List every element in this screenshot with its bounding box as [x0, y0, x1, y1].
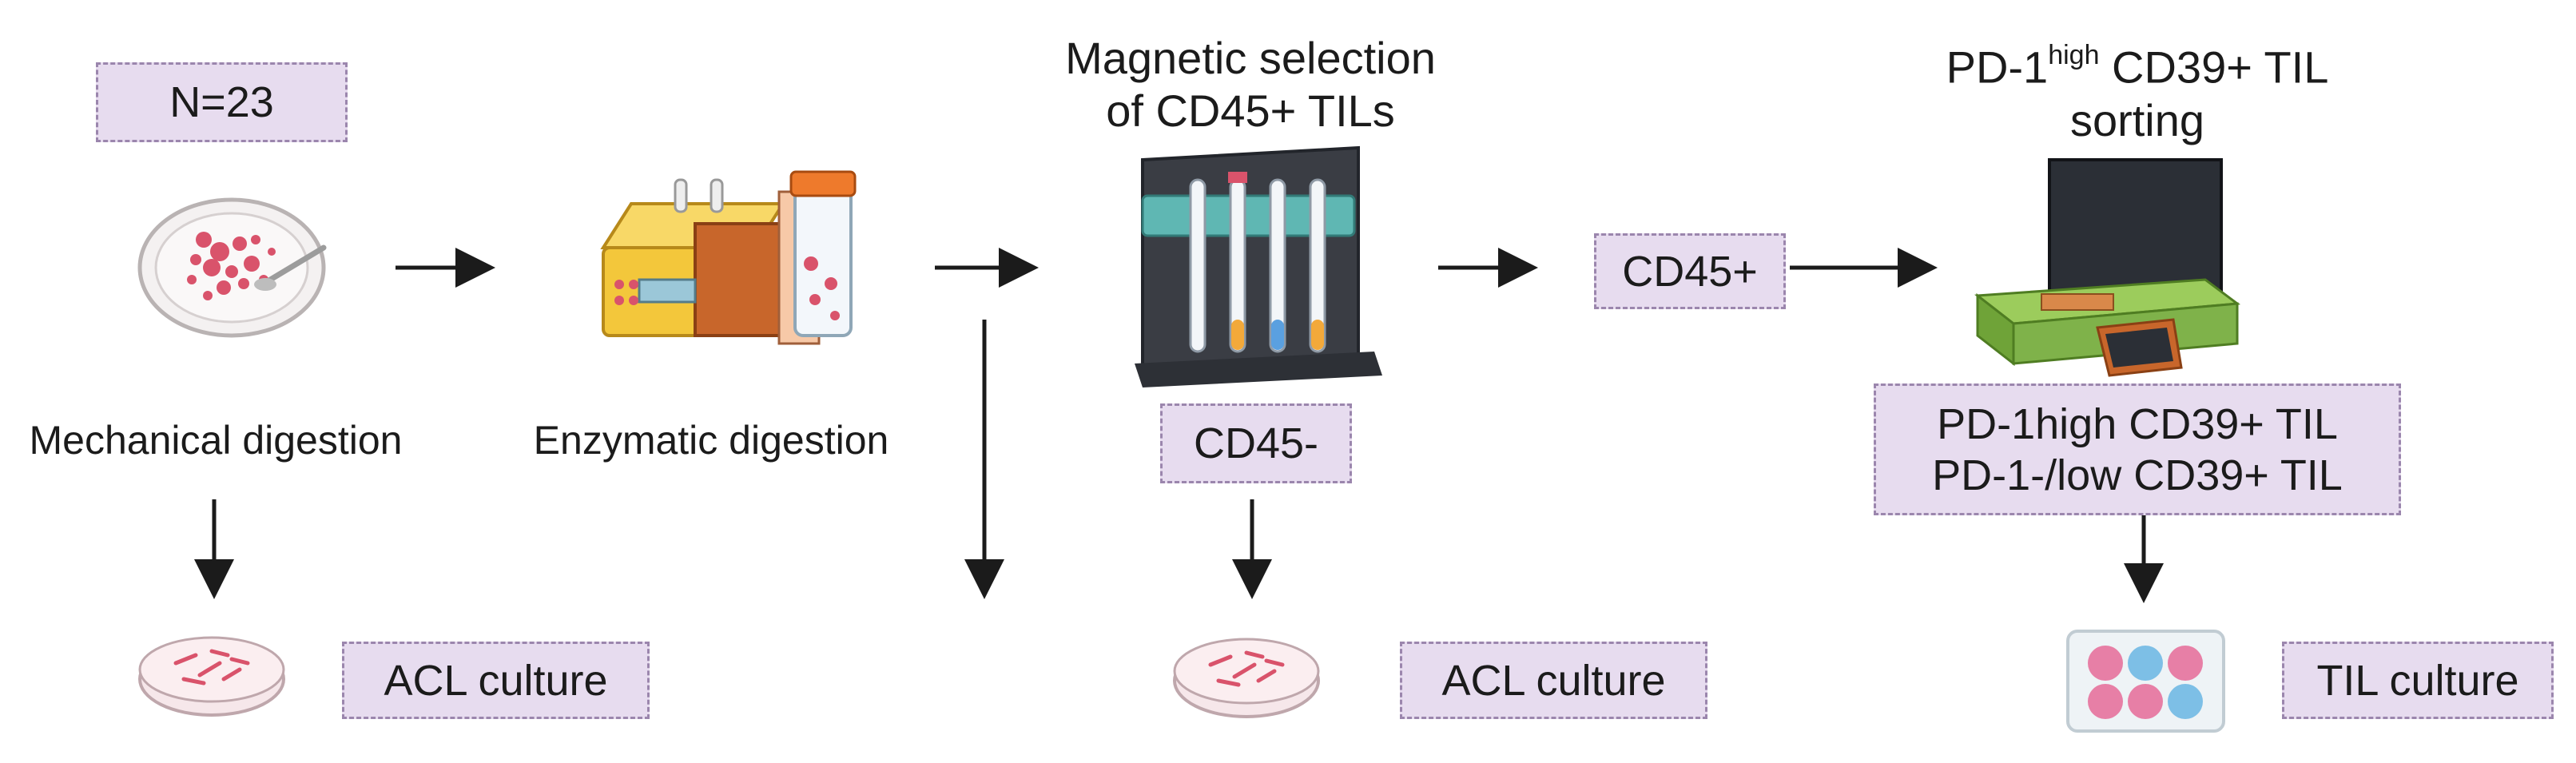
sample-count-badge: N=23 — [96, 62, 348, 142]
mechanical-digestion-label: Mechanical digestion — [29, 418, 403, 463]
magnetic-selection-title: Magnetic selection of CD45+ TILs — [1031, 32, 1470, 137]
til-culture-text: TIL culture — [2316, 656, 2519, 705]
well-plate-icon — [2066, 630, 2225, 733]
sorted-population-2: PD-1-/low CD39+ TIL — [1932, 451, 2343, 499]
acl-culture-box-1: ACL culture — [342, 642, 650, 719]
sorting-title: PD-1high CD39+ TIL sorting — [1918, 32, 2357, 147]
enzymatic-digestion-label: Enzymatic digestion — [533, 418, 889, 463]
magnetic-rack-icon — [1135, 145, 1382, 387]
acl-culture-text-1: ACL culture — [384, 656, 608, 705]
petri-dish-tissue-icon — [137, 197, 327, 338]
culture-dish-icon-1 — [138, 636, 285, 717]
cd45-negative-text: CD45- — [1193, 419, 1319, 467]
sorted-populations-box: PD-1high CD39+ TIL PD-1-/low CD39+ TIL — [1874, 383, 2401, 515]
sorting-title-line1: PD-1high CD39+ TIL — [1918, 32, 2357, 94]
cd45-positive-box: CD45+ — [1594, 233, 1786, 309]
cd45-negative-box: CD45- — [1160, 403, 1352, 483]
cd45-positive-text: CD45+ — [1622, 247, 1758, 296]
sorted-population-1: PD-1high CD39+ TIL — [1937, 399, 2338, 448]
magnetic-title-line2: of CD45+ TILs — [1106, 85, 1395, 136]
sample-count-text: N=23 — [169, 78, 274, 126]
culture-dish-icon-2 — [1173, 638, 1320, 718]
sorting-title-line2: sorting — [2069, 94, 2205, 145]
cell-sorter-icon — [1974, 158, 2241, 377]
acl-culture-text-2: ACL culture — [1441, 656, 1666, 705]
digestion-instrument-icon — [600, 170, 857, 345]
sorting-title-prefix: PD-1 — [1946, 42, 2049, 93]
til-culture-box: TIL culture — [2282, 642, 2554, 719]
sorting-title-suffix: CD39+ TIL — [2099, 42, 2329, 93]
sorting-title-sup: high — [2048, 40, 2100, 70]
acl-culture-box-2: ACL culture — [1400, 642, 1707, 719]
magnetic-title-line1: Magnetic selection — [1065, 33, 1436, 83]
